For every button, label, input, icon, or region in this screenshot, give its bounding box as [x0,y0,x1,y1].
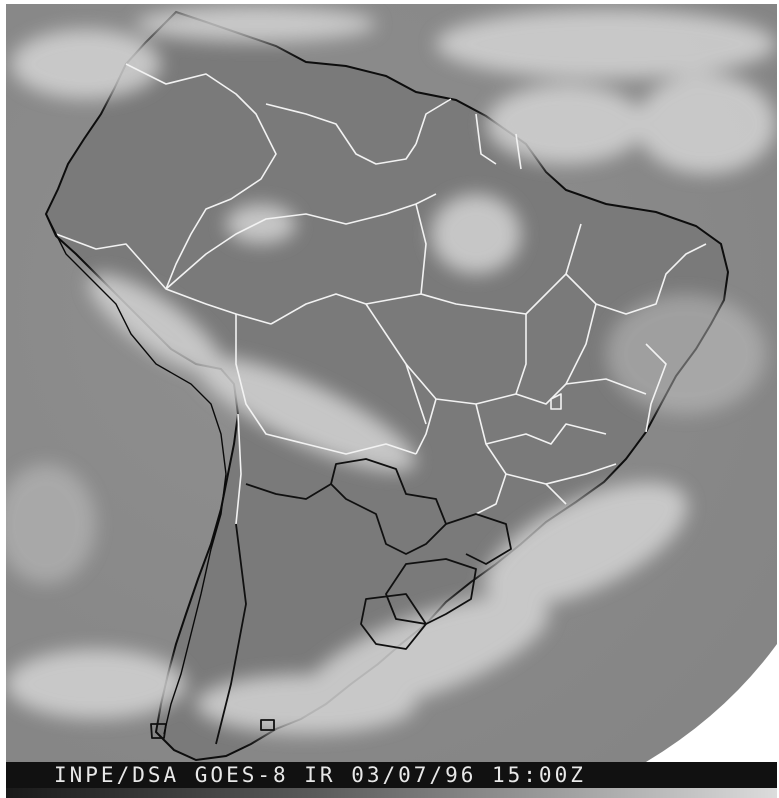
image-caption-bar: INPE/DSA GOES-8 IR 03/07/96 15:00Z [6,762,777,788]
image-caption: INPE/DSA GOES-8 IR 03/07/96 15:00Z [54,763,586,787]
southern-borders [150,458,512,745]
cloud-layer [6,6,776,734]
satellite-ir-map [6,4,777,762]
grayscale-calibration-strip [6,788,777,798]
west-coastline [45,213,227,735]
country-borders [55,63,707,525]
